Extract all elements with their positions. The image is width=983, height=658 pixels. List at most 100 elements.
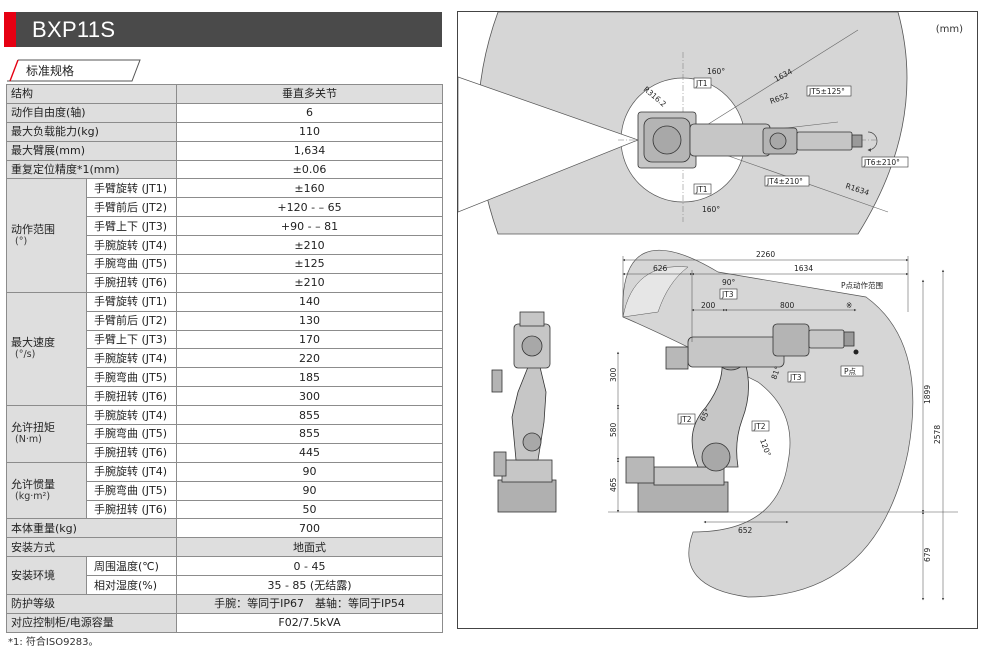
angle-label: 81° — [769, 365, 782, 381]
row-value: 185 — [176, 367, 443, 388]
row-label: 防护等级 — [6, 594, 177, 614]
table-row: 手腕扭转 (JT6)±210 — [7, 272, 443, 293]
dimension-label: 300 — [609, 367, 618, 382]
title-bar: BXP11S — [4, 12, 442, 47]
row-value: ±0.06 — [176, 159, 443, 180]
table-row: 手腕弯曲 (JT5)855 — [7, 424, 443, 444]
row-label: 安装方式 — [6, 537, 177, 558]
row-label: 最大负载能力(kg) — [6, 121, 177, 142]
dimension-label: 580 — [609, 422, 618, 437]
side-view-left — [491, 311, 557, 513]
row-label: 手腕旋转 (JT4) — [86, 348, 177, 369]
table-row: 动作自由度(轴) 6 — [6, 102, 443, 123]
row-label: 手腕旋转 (JT4) — [86, 235, 177, 256]
table-row: 最大臂展(mm) 1,634 — [6, 140, 443, 161]
jt-label-box — [677, 413, 696, 425]
row-value: ±160 — [176, 178, 443, 199]
table-row: 安装环境 周围温度(℃) 0 - 45 — [6, 556, 443, 596]
group-title: 最大速度 — [11, 335, 55, 349]
group-title: 动作范围 — [11, 222, 55, 236]
group-unit: (°/s) — [15, 348, 36, 360]
row-value: 90 — [176, 461, 443, 482]
group-unit: (N·m) — [15, 433, 42, 445]
table-row: 对应控制柜/电源容量 F02/7.5kVA — [6, 612, 443, 633]
jt-label-box — [751, 420, 770, 432]
row-label: 周围温度(℃) — [86, 556, 177, 577]
row-value: 垂直多关节 — [176, 84, 443, 104]
drawing-svg: 160° JT1 JT1 160° R316.2 1634 R652 R1634… — [458, 12, 958, 601]
robot-side-body — [625, 323, 855, 513]
table-row: 手臂上下 (JT3)170 — [7, 329, 443, 350]
jt-label: JT2 — [753, 422, 766, 431]
p-range-label: P点动作范围 — [841, 280, 883, 290]
row-label: 手臂旋转 (JT1) — [86, 178, 177, 199]
group-title: 允许扭矩 — [11, 420, 55, 434]
jt-label-box — [764, 175, 810, 187]
row-value: F02/7.5kVA — [176, 612, 443, 633]
dimension-label: 800 — [780, 301, 795, 310]
row-value: 300 — [176, 386, 443, 407]
table-row: 动作范围 (°) 手臂旋转 (JT1) ±160 — [6, 178, 443, 293]
row-value: +90 - – 81 — [176, 216, 443, 237]
footnote: *1: 符合ISO9283。 — [8, 637, 99, 648]
section-tab: 标准规格 — [6, 58, 142, 82]
robot-top-body — [637, 111, 863, 169]
jt-label-box — [787, 371, 806, 383]
jt-label-box — [861, 156, 909, 168]
jt-label-box — [719, 288, 738, 300]
row-value: ±125 — [176, 254, 443, 274]
row-value: ±210 — [176, 272, 443, 293]
row-value: 90 — [176, 480, 443, 501]
angle-label: 90° — [722, 278, 736, 287]
table-row: 相对湿度(%)35 - 85 (无结露) — [7, 575, 443, 596]
row-value: ±210 — [176, 235, 443, 256]
row-value: 110 — [176, 121, 443, 142]
row-value: 6 — [176, 102, 443, 123]
jt-label: JT3 — [721, 290, 734, 299]
row-label: 手臂上下 (JT3) — [86, 329, 177, 350]
angle-label: 120° — [758, 438, 773, 458]
table-row: 手腕扭转 (JT6)445 — [7, 442, 443, 463]
side-view-main: 2260 626 1634 90° JT3 200 800 P点动作范围 ※ P… — [608, 249, 958, 601]
row-label: 手腕弯曲 (JT5) — [86, 480, 177, 501]
work-envelope-rear — [622, 266, 689, 318]
row-value: 220 — [176, 348, 443, 369]
jt-label: JT1 — [695, 79, 708, 88]
row-label: 手臂前后 (JT2) — [86, 310, 177, 331]
row-label: 手腕扭转 (JT6) — [86, 499, 177, 520]
rotation-arrow — [867, 131, 878, 152]
row-label: 动作自由度(轴) — [6, 102, 177, 123]
group-environment: 安装环境 — [6, 556, 87, 596]
row-label: 手腕弯曲 (JT5) — [86, 424, 177, 444]
dimension-label: 1899 — [923, 385, 932, 404]
table-row: 手腕弯曲 (JT5)185 — [7, 367, 443, 388]
jt-label-box — [693, 77, 712, 89]
row-value: 855 — [176, 424, 443, 444]
row-value: 130 — [176, 310, 443, 331]
row-value: 50 — [176, 499, 443, 520]
table-row: 手臂前后 (JT2)130 — [7, 310, 443, 331]
angle-label: 160° — [707, 67, 725, 76]
table-row: 手臂前后 (JT2)+120 - – 65 — [7, 197, 443, 218]
row-value: +120 - – 65 — [176, 197, 443, 218]
row-label: 本体重量(kg) — [6, 518, 177, 539]
unit-label: (mm) — [935, 24, 963, 35]
table-row: 允许惯量 (kg·m²) 手腕旋转 (JT4) 90 — [6, 461, 443, 520]
row-value: 0 - 45 — [176, 556, 443, 577]
dimension-label: 2260 — [756, 250, 775, 259]
group-unit: (kg·m²) — [15, 490, 51, 502]
dimension-label: 2578 — [933, 425, 942, 444]
row-label: 手臂旋转 (JT1) — [86, 291, 177, 312]
p-point-marker — [853, 349, 859, 355]
table-row: 手腕旋转 (JT4)220 — [7, 348, 443, 369]
jt-label: JT4±210° — [766, 177, 803, 186]
section-tab-outline — [7, 59, 141, 82]
row-value: 地面式 — [176, 537, 443, 558]
angle-label: ※ — [846, 301, 852, 310]
row-label: 手腕扭转 (JT6) — [86, 442, 177, 463]
table-row: 手腕旋转 (JT4)±210 — [7, 235, 443, 256]
jt-label: JT5±125° — [808, 87, 845, 96]
top-view: 160° JT1 JT1 160° R316.2 1634 R652 R1634… — [458, 12, 909, 235]
section-label: 标准规格 — [26, 64, 75, 78]
p-point-box — [840, 365, 864, 377]
